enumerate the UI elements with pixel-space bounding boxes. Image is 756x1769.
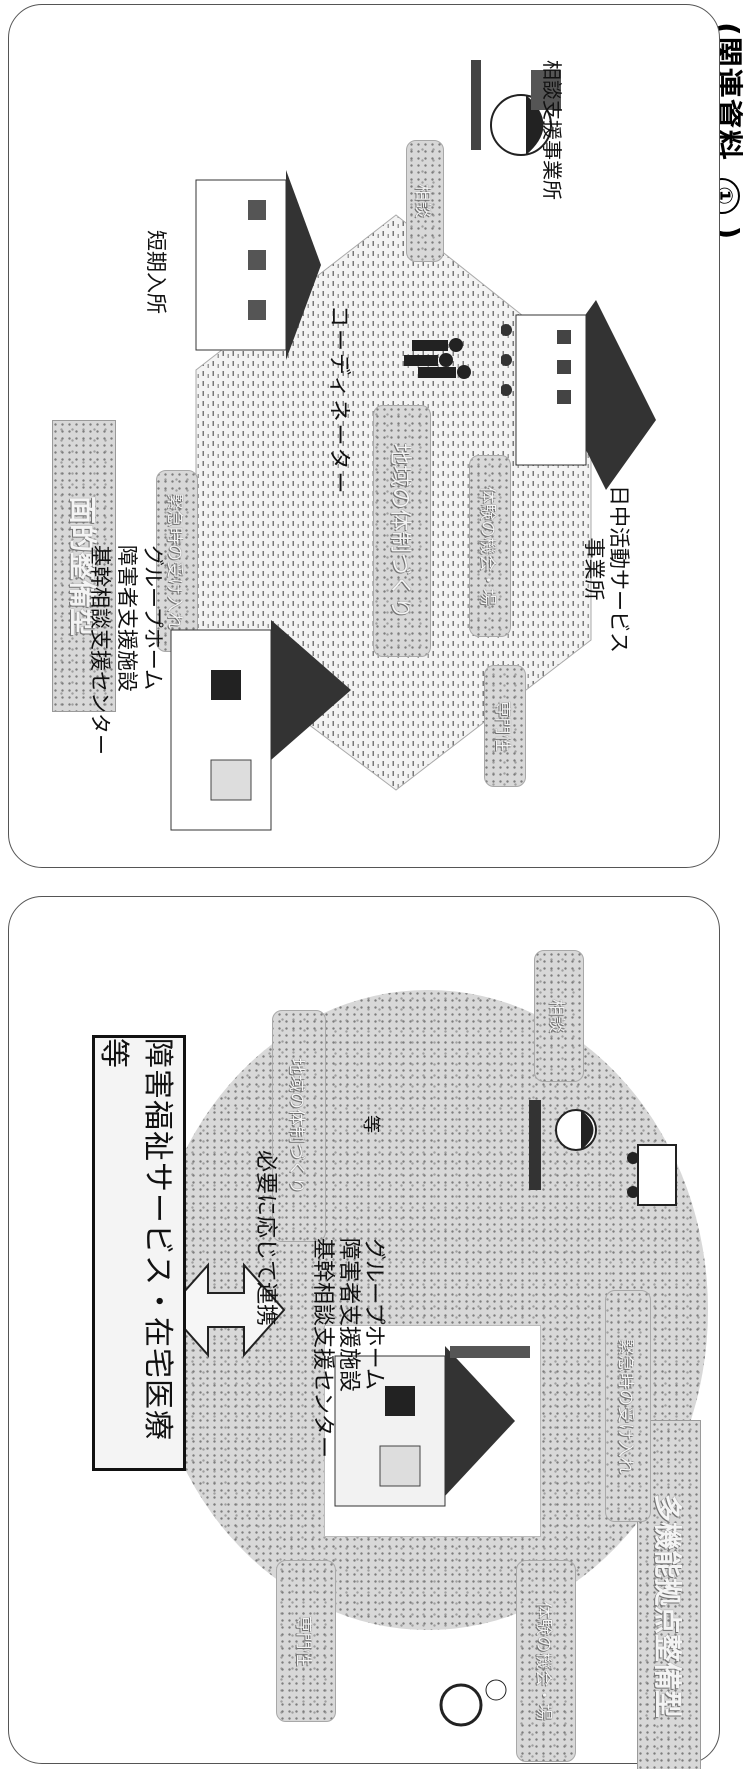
- tag-emergency-hub: 緊急時の受け入れ: [605, 1290, 651, 1522]
- group-home-house-icon: [170, 620, 351, 831]
- label-group-home: グループホーム 障害者支援施設 基幹相談支援センター: [88, 545, 166, 755]
- label-consultation-office: 相談支援事業所: [540, 60, 564, 200]
- group-home-building-icon: [334, 1346, 530, 1507]
- people-icon: [404, 338, 471, 379]
- group-home-labels: グループホーム 障害者支援施設 基幹相談支援センター: [310, 1238, 386, 1459]
- tag-community-system: 地域の体制づくり: [373, 405, 431, 657]
- tag-consultation-hub: 相談: [534, 950, 584, 1082]
- tag-specialist: 専門性: [484, 665, 526, 787]
- consultation-desk-icon: [471, 60, 561, 156]
- group-home-card: [324, 1325, 541, 1537]
- wheelchair-user-icon: [439, 1679, 507, 1727]
- services-box: 障害福祉サービス・在宅医療等: [92, 1035, 186, 1471]
- ambulance-icon: [627, 1144, 677, 1206]
- label-etc: 等: [360, 1115, 381, 1133]
- label-connect-as-needed: 必要に応じて連携: [253, 1150, 278, 1327]
- tag-experience-hub: 体験の機会・場: [516, 1560, 576, 1762]
- label-short-stay: 短期入所: [144, 230, 168, 314]
- short-stay-building-icon: [195, 170, 321, 360]
- counselor-icon: [529, 1100, 597, 1190]
- label-coordinator: コーディネーター: [326, 305, 351, 496]
- tag-specialist-hub: 専門性: [276, 1560, 336, 1722]
- day-activity-building-icon: [501, 300, 656, 490]
- label-day-activity: 日中活動サービス 事業所: [581, 485, 631, 653]
